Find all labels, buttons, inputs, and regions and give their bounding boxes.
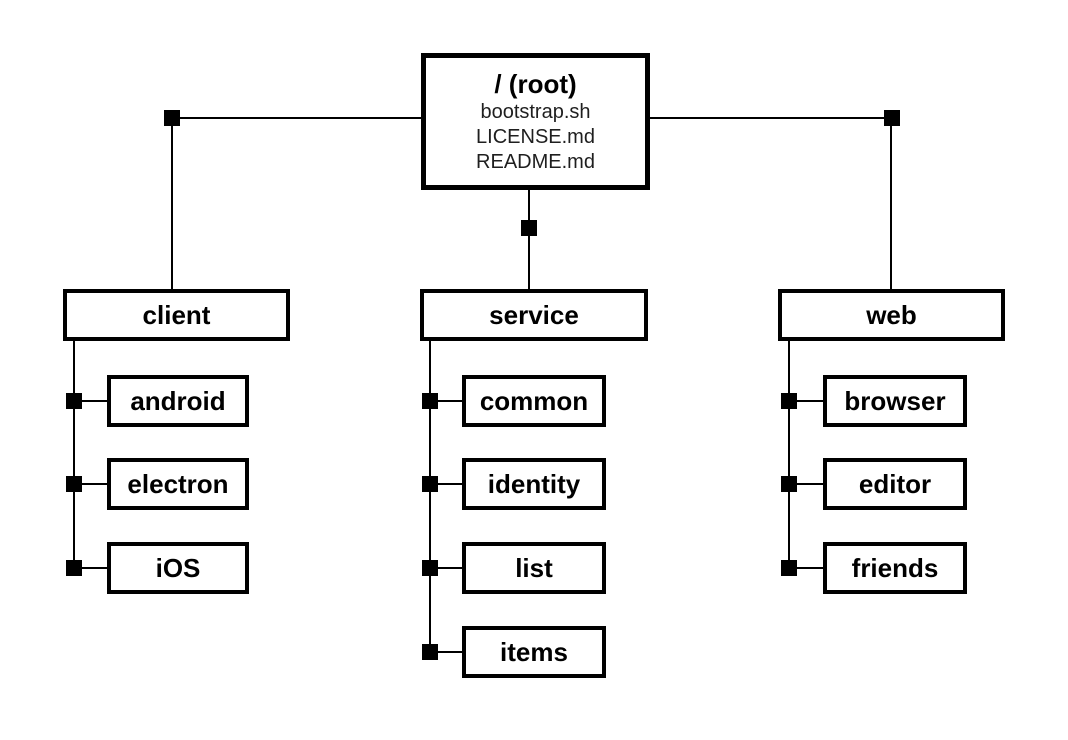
node-android-label: android	[130, 385, 226, 416]
stub-editor	[789, 483, 823, 485]
node-items: items	[462, 626, 606, 678]
stub-list	[430, 567, 462, 569]
root-file-item: bootstrap.sh	[480, 101, 591, 123]
node-editor-label: editor	[858, 468, 932, 499]
stub-browser	[789, 400, 823, 402]
node-friends-label: friends	[851, 552, 939, 583]
node-android: android	[107, 375, 249, 427]
stub-electron	[74, 483, 107, 485]
node-identity: identity	[462, 458, 606, 510]
node-root-label: / (root)	[494, 69, 577, 99]
node-ios: iOS	[107, 542, 249, 594]
client-branch-spine	[73, 341, 75, 568]
root-file-item: README.md	[476, 151, 595, 173]
node-browser: browser	[823, 375, 967, 427]
node-editor: editor	[823, 458, 967, 510]
connector-root-to-service-vertical	[528, 190, 530, 289]
node-service: service	[420, 289, 648, 341]
node-client-label: client	[142, 299, 211, 330]
node-electron-label: electron	[127, 468, 229, 499]
node-service-label: service	[489, 299, 579, 330]
node-electron: electron	[107, 458, 249, 510]
node-list-label: list	[515, 552, 553, 583]
node-friends: friends	[823, 542, 967, 594]
stub-friends	[789, 567, 823, 569]
stub-items	[430, 651, 462, 653]
stub-ios	[74, 567, 107, 569]
node-identity-label: identity	[487, 468, 581, 499]
service-branch-spine	[429, 341, 431, 652]
node-items-label: items	[500, 636, 568, 667]
node-list: list	[462, 542, 606, 594]
node-ios-label: iOS	[155, 552, 201, 583]
node-web-label: web	[866, 299, 917, 330]
connector-root-to-client-horizontal	[172, 117, 421, 119]
node-web: web	[778, 289, 1005, 341]
stub-common	[430, 400, 462, 402]
connector-root-to-web-vertical	[890, 118, 892, 289]
stub-identity	[430, 483, 462, 485]
connector-root-to-client-vertical	[171, 118, 173, 289]
web-branch-spine	[788, 341, 790, 568]
node-client: client	[63, 289, 290, 341]
node-browser-label: browser	[844, 385, 946, 416]
node-common: common	[462, 375, 606, 427]
node-common-label: common	[479, 385, 589, 416]
junction-marker-client	[164, 110, 180, 126]
connector-root-to-web-horizontal	[650, 117, 892, 119]
root-file-item: LICENSE.md	[476, 126, 595, 148]
junction-marker-web	[884, 110, 900, 126]
junction-marker-service	[521, 220, 537, 236]
stub-android	[74, 400, 107, 402]
node-root: / (root) bootstrap.sh LICENSE.md README.…	[421, 53, 650, 190]
